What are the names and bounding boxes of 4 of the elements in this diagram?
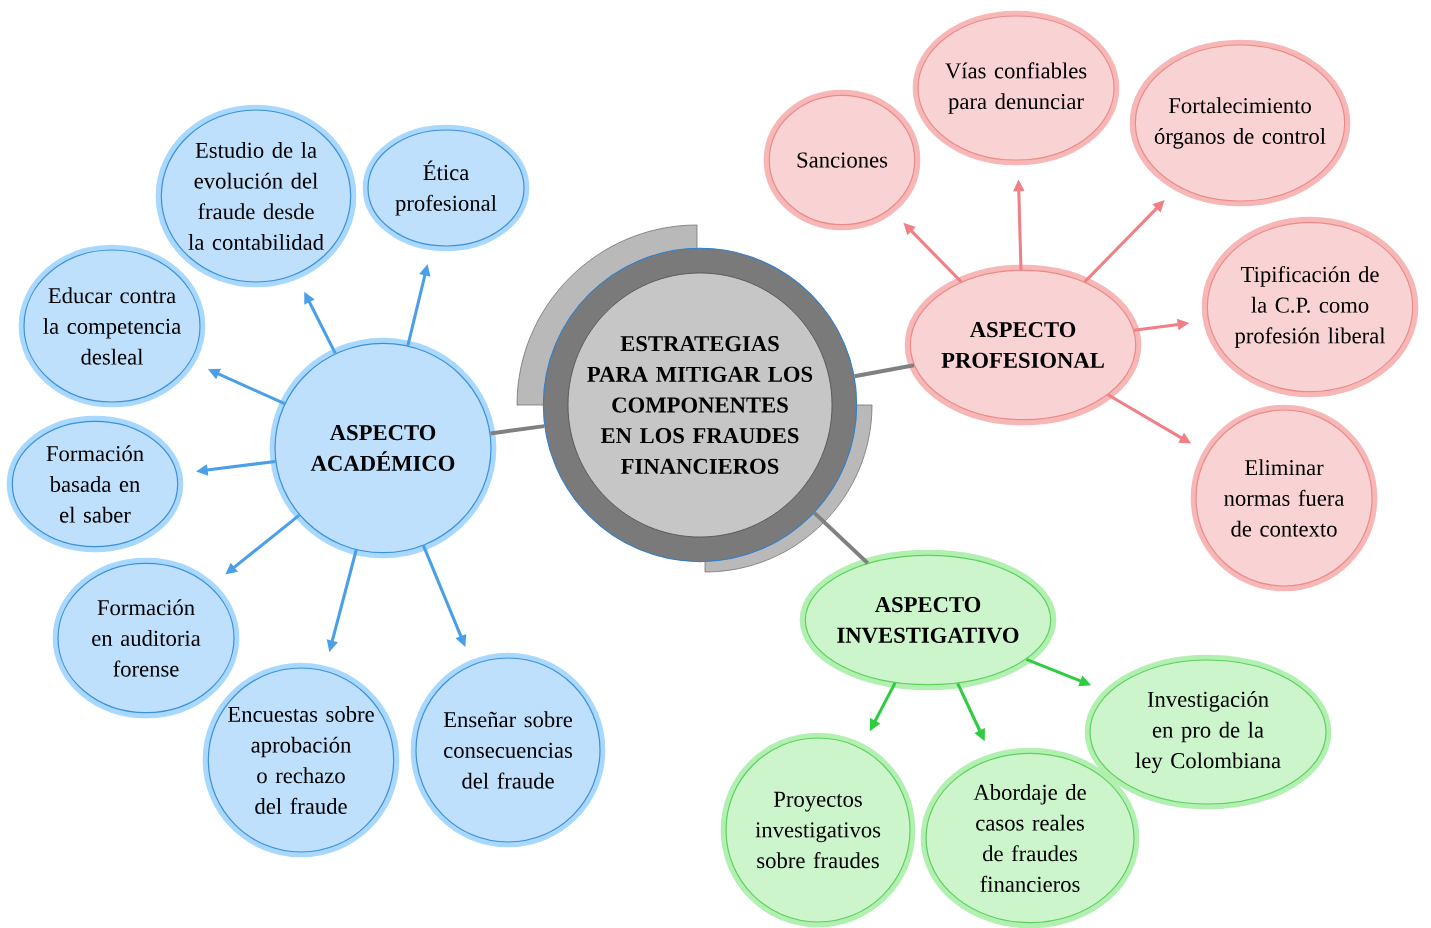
- connector-line: [854, 363, 915, 379]
- central-circle-drawing: ESTRATEGIAS PARA MITIGAR LOS COMPONENTES EN LOS FRAUDES FINANCIEROS: [516, 224, 873, 573]
- connector-line: [490, 424, 545, 436]
- connector-line: [813, 511, 870, 565]
